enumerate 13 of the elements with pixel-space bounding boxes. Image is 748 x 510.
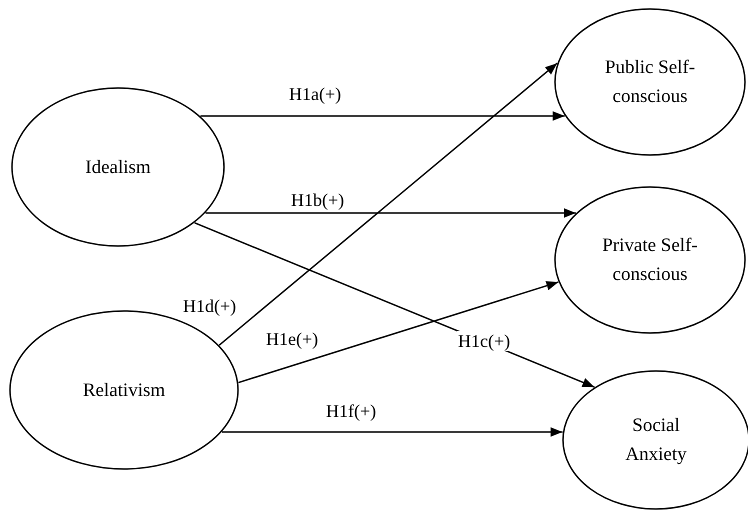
arrow <box>238 281 559 384</box>
arrow <box>218 62 558 346</box>
node-label: Relativism <box>82 378 166 402</box>
arrow <box>194 222 595 388</box>
arrow <box>206 208 576 218</box>
node-label: Social Anxiety <box>624 414 688 467</box>
edge-label: H1c(+) <box>457 331 512 351</box>
arrow <box>200 111 565 121</box>
edge-label: H1f(+) <box>325 401 378 421</box>
arrow <box>222 427 563 437</box>
node-label: Public Self- conscious <box>604 56 696 109</box>
node-label: Private Self- conscious <box>601 234 699 287</box>
node-label: Idealism <box>84 156 152 180</box>
